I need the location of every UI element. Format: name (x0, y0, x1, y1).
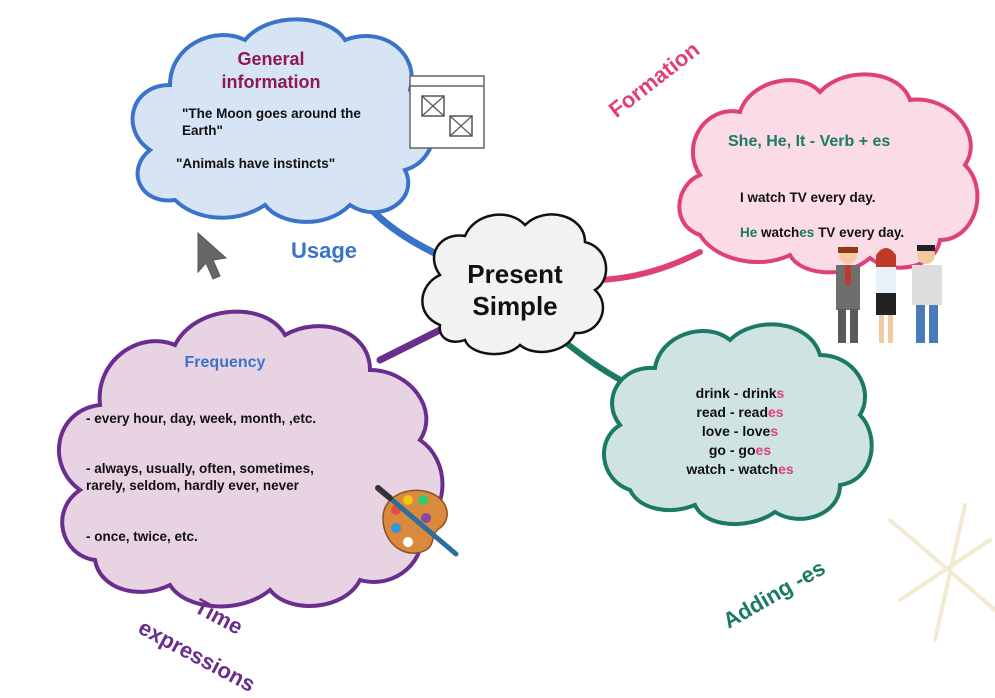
usage-connector (366, 204, 449, 262)
verb-row: go - goes (640, 441, 840, 460)
verb-row: watch - watches (640, 460, 840, 479)
verb-row: read - reades (640, 403, 840, 422)
image-placeholder-icon (409, 75, 485, 149)
paint-palette-icon (375, 485, 459, 557)
usage-cloud (130, 17, 436, 224)
frequency-item: - always, usually, often, sometimes, rar… (86, 461, 314, 493)
time-connector (376, 326, 444, 364)
usage-example-1: "The Moon goes around the Earth" (182, 106, 361, 138)
verb-ending: s (770, 423, 779, 439)
frequency-item: - every hour, day, week, month, ,etc. (86, 411, 317, 426)
formation-example-2-verb: watch (757, 225, 800, 240)
formation-example-2: He watches TV every day. (740, 225, 904, 240)
cursor-arrow-icon (197, 231, 228, 280)
center-cloud (421, 213, 608, 356)
frequency-heading: Frequency (184, 354, 266, 371)
formation-cloud (677, 72, 980, 275)
frequency-item: - once, twice, etc. (86, 529, 198, 544)
formation-connector (595, 249, 703, 283)
usage-branch-label: Usage (291, 238, 358, 263)
center-title-line2: Simple (472, 291, 558, 321)
formation-example-1: I watch TV every day. (740, 190, 876, 205)
usage-heading: General information (221, 49, 321, 92)
center-title-line1: Present (467, 259, 563, 289)
verb-row: love - loves (640, 422, 840, 441)
formation-example-2-ending: es (799, 225, 815, 240)
verb-row: drink - drinks (640, 384, 840, 403)
formation-example-2-subject: He (740, 225, 758, 240)
verb-ending: s (776, 385, 785, 401)
center-title: Present Simple (440, 258, 590, 322)
people-icon (836, 245, 942, 343)
formation-example-2-rest: TV every day. (814, 225, 905, 240)
formation-heading: She, He, It - Verb + es (728, 133, 891, 150)
verb-base: watch - watch (686, 461, 779, 477)
adding-cloud (602, 322, 874, 527)
verb-base: read - read (696, 404, 768, 420)
verb-base: go - go (708, 442, 756, 458)
sparkle-decoration-icon (888, 503, 995, 642)
time-cloud (57, 309, 445, 609)
verb-ending: es (778, 461, 794, 477)
verb-ending: es (768, 404, 784, 420)
verb-ending: es (755, 442, 772, 458)
verb-base: drink - drink (695, 385, 777, 401)
usage-example-2: "Animals have instincts" (176, 156, 336, 171)
verb-base: love - love (701, 423, 771, 439)
